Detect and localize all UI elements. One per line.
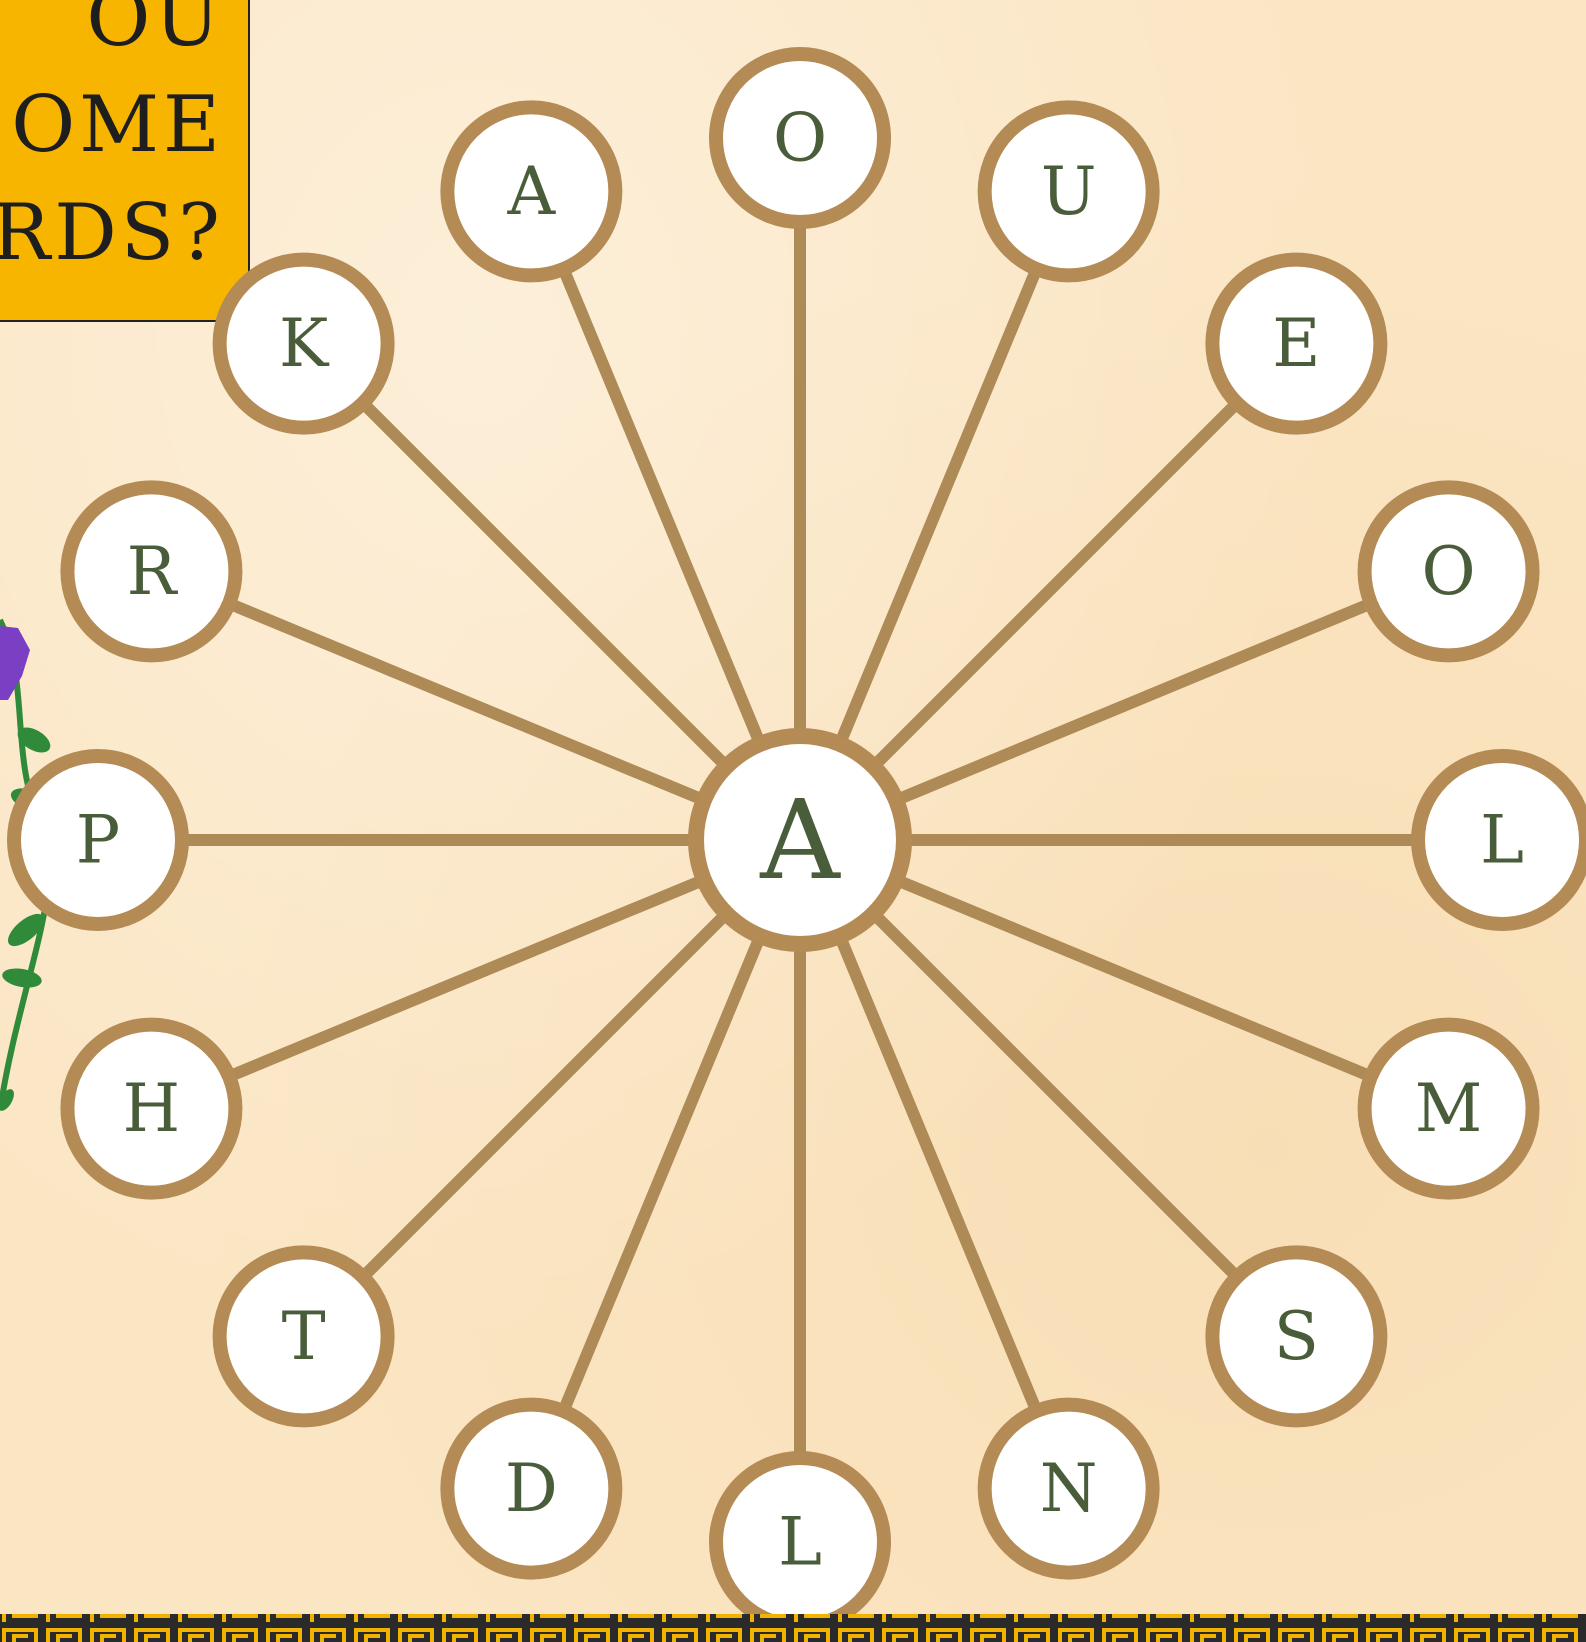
outer-letter: L [778, 1504, 822, 1581]
outer-letter-tile[interactable]: O [1365, 487, 1533, 655]
outer-letter: N [1040, 1450, 1098, 1527]
outer-letter: S [1274, 1298, 1319, 1375]
outer-letter-tile[interactable]: M [1365, 1025, 1533, 1193]
outer-letter: O [1422, 533, 1476, 610]
outer-letter: A [507, 153, 557, 230]
outer-letter: U [1041, 153, 1097, 230]
outer-letter: O [773, 100, 827, 177]
outer-letter: M [1415, 1070, 1483, 1147]
outer-letter-tile[interactable]: N [985, 1405, 1153, 1573]
center-letter: A [759, 776, 841, 904]
outer-letter-tile[interactable]: D [447, 1405, 615, 1573]
outer-letter-tile[interactable]: P [14, 756, 182, 924]
outer-letter: L [1480, 802, 1524, 879]
outer-letter: T [282, 1298, 326, 1375]
outer-letter-tile[interactable]: L [716, 1458, 884, 1626]
outer-letter: D [505, 1450, 558, 1527]
outer-letter-tile[interactable]: O [716, 54, 884, 222]
outer-letter: R [127, 533, 179, 610]
outer-letter-tile[interactable]: R [67, 487, 235, 655]
outer-letter: E [1272, 305, 1320, 382]
outer-letter: H [123, 1070, 181, 1147]
center-letter-tile[interactable]: A [696, 736, 904, 944]
greek-key-border [0, 1614, 1586, 1642]
outer-letter: P [76, 802, 120, 879]
outer-letter-tile[interactable]: K [220, 260, 388, 428]
outer-letter: K [279, 305, 330, 382]
outer-letter-tile[interactable]: U [985, 107, 1153, 275]
outer-letter-tile[interactable]: S [1212, 1252, 1380, 1420]
outer-letter-tile[interactable]: H [67, 1025, 235, 1193]
outer-letter-tile[interactable]: T [220, 1252, 388, 1420]
outer-letter-tile[interactable]: E [1212, 260, 1380, 428]
outer-letter-tile[interactable]: L [1418, 756, 1586, 924]
outer-letter-tile[interactable]: A [447, 107, 615, 275]
